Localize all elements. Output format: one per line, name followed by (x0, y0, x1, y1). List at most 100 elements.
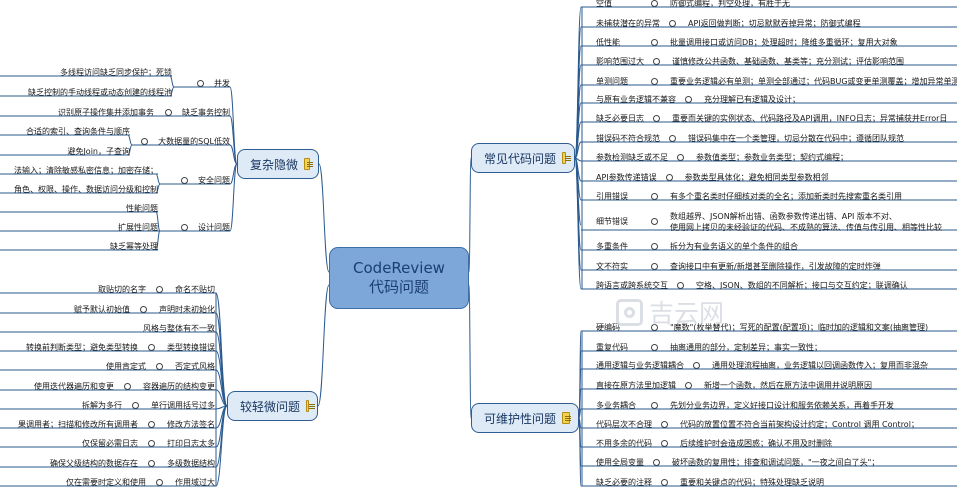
topic-node[interactable]: 文不符实查询接口中有更新/新增甚至删除操作，引发故障的定时炸弹 (596, 261, 881, 272)
complex-subtopic[interactable]: 设计问题 (170, 222, 230, 233)
leaf-node[interactable]: 法输入；清除敏感私密信息；加密存储； (14, 166, 158, 175)
complex-subtopic[interactable]: 并发 (184, 78, 230, 89)
minor-subtopic[interactable]: 使用迭代器遍历和变更容器遍历的结构变更 (34, 381, 215, 392)
branch-maintainability[interactable]: 可维护性问题 (471, 403, 579, 433)
collapse-toggle-icon[interactable] (140, 306, 147, 313)
collapse-toggle-icon[interactable] (165, 109, 172, 116)
topic-node[interactable]: 通用逻辑与业务逻辑耦合通用处理流程抽离，业务逻辑以回调函数传入；复用而非混杂 (596, 360, 928, 371)
collapse-toggle-icon[interactable] (669, 20, 676, 27)
collapse-toggle-icon[interactable] (156, 363, 163, 370)
note-icon (562, 412, 571, 424)
topic-node[interactable]: 低性能批量调用接口或访问DB；处理超时；降维多重循环；复用大对象 (596, 37, 898, 48)
collapse-toggle-icon[interactable] (148, 440, 155, 447)
collapse-toggle-icon[interactable] (653, 115, 660, 122)
complex-subtopic[interactable]: 大数据量的SQL低效 (141, 136, 230, 147)
collapse-toggle-icon[interactable] (124, 383, 131, 390)
collapse-toggle-icon[interactable] (661, 440, 668, 447)
minor-subtopic[interactable]: 赋予默认初始值声明时未初始化 (74, 304, 215, 315)
branch-complex[interactable]: 复杂隐微 (237, 149, 319, 179)
collapse-toggle-icon[interactable] (653, 459, 660, 466)
collapse-toggle-icon[interactable] (651, 39, 658, 46)
branch-minor[interactable]: 较轻微问题 (227, 391, 318, 421)
leaf-node[interactable]: 避免Join，子查询 (67, 147, 130, 156)
leaf-node[interactable]: 缺乏幂等处理 (110, 242, 158, 251)
collapse-toggle-icon[interactable] (669, 135, 676, 142)
leaf-node[interactable]: 识别原子操作集并添加事务 (58, 108, 154, 117)
topic-detail: 查询接口中有更新/新增甚至删除操作，引发故障的定时炸弹 (670, 261, 881, 272)
topic-node[interactable]: 代码层次不合理代码的放置位置不符合当前架构设计约定；Control 调用 Con… (596, 419, 919, 430)
collapse-toggle-icon[interactable] (685, 96, 692, 103)
collapse-toggle-icon[interactable] (148, 421, 155, 428)
collapse-toggle-icon[interactable] (651, 263, 658, 270)
topic-node[interactable]: 与原有业务逻辑不兼容充分理解已有逻辑及设计； (596, 94, 800, 105)
leaf-node[interactable]: 性能问题 (126, 204, 158, 213)
branch-common-issues[interactable]: 常见代码问题 (471, 143, 575, 173)
minor-subtopic[interactable]: 取贴切的名字命名不贴切 (98, 284, 215, 295)
leaf-node[interactable]: 合适的索引、查询条件与顺序 (26, 127, 130, 136)
minor-subtopic[interactable]: 仅在需要时定义和使用作用域过大 (66, 477, 215, 488)
collapse-toggle-icon[interactable] (148, 460, 155, 467)
minor-subtopic[interactable]: 果调用者；扫描和修改所有调用者修改方法签名 (18, 419, 215, 430)
leaf-node[interactable]: 扩展性问题 (118, 223, 158, 232)
topic-node[interactable]: 硬编码"魔数"(枚举替代)；写死的配置(配置项)；临时加的逻辑和文案(抽离管理) (596, 322, 928, 333)
collapse-toggle-icon[interactable] (197, 80, 204, 87)
topic-node[interactable]: 重复代码抽离通用的部分，定制差异；事实一致性； (596, 342, 822, 353)
leaf-node[interactable]: 缺乏控制的手动线程或动态创建的线程池 (28, 88, 172, 97)
topic-node[interactable]: 影响范围过大谨慎修改公共函数、基础函数、基类等；充分测试；评估影响范围 (596, 56, 904, 67)
complex-subtopic[interactable]: 安全问题 (170, 175, 230, 186)
minor-subtopic[interactable]: 确保父级结构的数据存在多级数据结构 (50, 458, 215, 469)
topic-node[interactable]: 不用多余的代码后续维护时会造成困惑；确认不用及时删除 (596, 438, 832, 449)
topic-node[interactable]: 缺乏必要的注释重要和关键点的代码；特殊处理缺乏说明 (596, 477, 824, 488)
collapse-toggle-icon[interactable] (677, 282, 684, 289)
minor-subtopic[interactable]: 使用肯定式否定式风格 (106, 361, 215, 372)
collapse-toggle-icon[interactable] (132, 402, 139, 409)
collapse-toggle-icon[interactable] (156, 479, 163, 486)
collapse-toggle-icon[interactable] (651, 0, 658, 7)
collapse-toggle-icon[interactable] (181, 177, 188, 184)
collapse-toggle-icon[interactable] (156, 286, 163, 293)
minor-subtopic[interactable]: 仅保留必需日志打印日志太多 (82, 438, 215, 449)
collapse-toggle-icon[interactable] (653, 58, 660, 65)
collapse-toggle-icon[interactable] (685, 382, 692, 389)
central-topic[interactable]: CodeReview 代码问题 (329, 247, 469, 309)
collapse-toggle-icon[interactable] (651, 193, 658, 200)
collapse-toggle-icon[interactable] (661, 421, 668, 428)
collapse-toggle-icon[interactable] (181, 224, 188, 231)
leaf-node[interactable]: 角色、权限、操作、数据访问分级和控制 (14, 185, 158, 194)
topic-node[interactable]: 单测问题 重要业务逻辑必有单测；单测全部通过；代码BUG或变更单测覆盖；增加异常单… (596, 76, 957, 87)
minor-subtopic[interactable]: 风格与整体有不一致 (143, 323, 215, 334)
topic-node[interactable]: 多重条件拆分为有业务语义的单个条件的组合 (596, 241, 798, 252)
collapse-toggle-icon[interactable] (661, 479, 668, 486)
topic-detail: 重要业务逻辑必有单测；单测全部通过；代码BUG或变更单测覆盖；增加异常单测 (670, 76, 957, 87)
topic-node[interactable]: 空值防御式编程，判空处理，有胜于无 (596, 0, 790, 9)
leaf-node: 仅在需要时定义和使用 (66, 478, 146, 487)
collapse-toggle-icon[interactable] (651, 324, 658, 331)
topic-node[interactable]: 参数检测缺乏或不足参数值类型；参数业务类型；契约式编程； (596, 152, 848, 163)
collapse-toggle-icon[interactable] (651, 402, 658, 409)
minor-subtopic[interactable]: 拆解为多行单行调用括号过多 (82, 400, 215, 411)
topic-detail-line: 使用网上拷贝的未经验证的代码、不成熟的算法、传值与传引用、相等性比较 (670, 223, 942, 232)
collapse-toggle-icon[interactable] (651, 344, 658, 351)
topic-node[interactable]: API参数传递错误参数类型具体化；避免相同类型参数相邻 (596, 172, 829, 183)
topic-node[interactable]: 缺乏必要日志重要而关键的实例状态、代码路径及API调用，INFO日志；异常捕获并… (596, 113, 947, 124)
collapse-toggle-icon[interactable] (148, 344, 155, 351)
complex-subtopic[interactable]: 缺乏事务控制 (165, 107, 230, 118)
topic-node[interactable]: 多业务耦合先划分业务边界，定义好接口设计和服务依赖关系，再着手开发 (596, 400, 894, 411)
collapse-toggle-icon[interactable] (651, 243, 658, 250)
minor-subtopic[interactable]: 转换前判断类型；避免类型转换类型转换错误 (26, 342, 215, 353)
collapse-toggle-icon[interactable] (677, 154, 684, 161)
topic-node[interactable]: 直接在原方法里加逻辑新增一个函数，然后在原方法中调用并说明原因 (596, 380, 872, 391)
topic-node[interactable]: 跨语言或跨系统交互空格、JSON、数组的不同解析；接口与交互约定；联调确认 (596, 280, 908, 291)
topic-node[interactable]: 引用错误有多个重名类时仔细核对类的全名；添加新类时先搜索重名类引用 (596, 191, 902, 202)
topic-node[interactable]: 错误码不符合规范错误码集中在一个类管理，切忌分散在代码中；遵循团队规范 (596, 133, 904, 144)
collapse-toggle-icon[interactable] (651, 78, 658, 85)
leaf-node[interactable]: 多线程访问缺乏同步保护；死锁 (60, 68, 172, 77)
topic-key: 单测问题 (596, 77, 628, 86)
topic-node[interactable]: 细节错误数组越界、JSON解析出错、函数参数传递出错、API 版本不对、使用网上… (596, 211, 942, 233)
collapse-toggle-icon[interactable] (141, 138, 149, 145)
topic-node[interactable]: 使用全局变量破坏函数的复用性；排查和调试问题，"一夜之间白了头"； (596, 457, 879, 468)
collapse-toggle-icon[interactable] (651, 218, 658, 225)
collapse-toggle-icon[interactable] (693, 362, 700, 369)
collapse-toggle-icon[interactable] (665, 174, 673, 181)
